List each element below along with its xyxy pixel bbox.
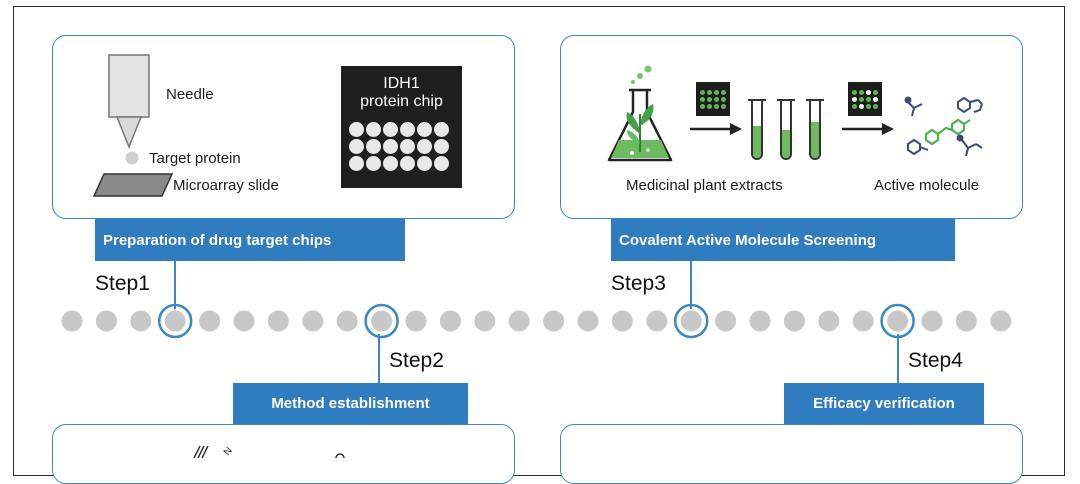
timeline-dot — [852, 310, 874, 332]
caption-method-establishment: Method establishment — [233, 383, 468, 424]
timeline-dot — [336, 310, 358, 332]
timeline-dot — [439, 310, 461, 332]
timeline-dot — [371, 310, 393, 332]
step2-label: Step2 — [389, 349, 444, 372]
timeline — [61, 303, 1012, 339]
caption-efficacy-verification: Efficacy verification — [784, 383, 984, 424]
timeline-dot — [887, 310, 909, 332]
medicinal-plant-extracts-label: Medicinal plant extracts — [626, 177, 783, 194]
step2-marker — [364, 303, 399, 339]
step4-connector — [897, 334, 899, 383]
needle-label: Needle — [166, 86, 214, 103]
step2-connector — [378, 334, 380, 383]
step1-label: Step1 — [95, 272, 150, 295]
chip-spot-grid — [349, 122, 449, 171]
timeline-dot — [95, 310, 117, 332]
step3-label: Step3 — [611, 272, 666, 295]
timeline-dot — [990, 310, 1012, 332]
idh1-protein-chip: IDH1 protein chip — [341, 66, 462, 188]
target-protein-label: Target protein — [149, 150, 241, 167]
timeline-dot — [680, 310, 702, 332]
timeline-dot — [130, 310, 152, 332]
flask-plant-icon — [607, 65, 673, 162]
timeline-dot — [783, 310, 805, 332]
microarray-slide-label: Microarray slide — [173, 177, 279, 194]
timeline-dot — [474, 310, 496, 332]
step3-connector — [690, 261, 692, 309]
screening-chip-icon-2 — [848, 82, 882, 116]
timeline-dot — [749, 310, 771, 332]
chip-title-line1: IDH1 — [383, 75, 420, 92]
arrow-right-icon — [690, 123, 742, 135]
step1-connector — [174, 261, 176, 309]
target-protein-icon — [125, 151, 139, 165]
panel-efficacy-verification — [560, 424, 1023, 484]
timeline-dot — [543, 310, 565, 332]
microarray-slide-icon — [92, 173, 174, 197]
timeline-dot — [61, 310, 83, 332]
timeline-dot — [955, 310, 977, 332]
timeline-dot — [508, 310, 530, 332]
timeline-dot — [921, 310, 943, 332]
timeline-dot — [233, 310, 255, 332]
needle-icon — [108, 54, 150, 150]
caption-preparation-of-drug-target-chips: Preparation of drug target chips — [95, 219, 405, 261]
timeline-dot — [646, 310, 668, 332]
partial-structure-icon: N — [193, 445, 345, 459]
arrow-right-icon — [842, 123, 894, 135]
timeline-dot — [818, 310, 840, 332]
test-tubes-icon — [748, 99, 824, 160]
screening-chip-icon-1 — [696, 82, 730, 116]
step4-label: Step4 — [908, 349, 963, 372]
timeline-dot — [199, 310, 221, 332]
timeline-dot — [405, 310, 427, 332]
svg-text:N: N — [222, 445, 235, 458]
caption-covalent-active-molecule-screening: Covalent Active Molecule Screening — [611, 219, 955, 261]
molecules-icon — [904, 96, 984, 157]
timeline-dot — [611, 310, 633, 332]
timeline-dot — [164, 310, 186, 332]
active-molecule-label: Active molecule — [874, 177, 980, 194]
timeline-dot — [302, 310, 324, 332]
timeline-dot — [577, 310, 599, 332]
chip-title-line2: protein chip — [360, 93, 443, 110]
timeline-dot — [267, 310, 289, 332]
timeline-dot — [715, 310, 737, 332]
